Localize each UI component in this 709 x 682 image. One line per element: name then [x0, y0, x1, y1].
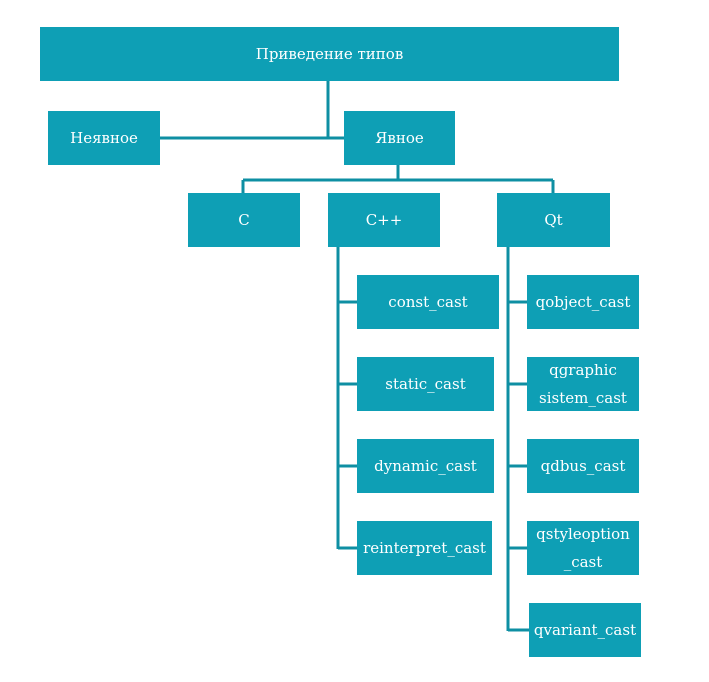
qt-cast-node: qgraphic sistem_cast: [527, 357, 639, 411]
cpp-cast-node: static_cast: [357, 357, 494, 411]
explicit-node: Явное: [344, 111, 455, 165]
qt-cast-node: qdbus_cast: [527, 439, 639, 493]
implicit-node: Неявное: [48, 111, 160, 165]
qt-cast-node: qstyleoption _cast: [527, 521, 639, 575]
qt-cast-node: qvariant_cast: [529, 603, 641, 657]
qt-cast-node: qobject_cast: [527, 275, 639, 329]
lang-node-cpp: C++: [328, 193, 440, 247]
root-node: Приведение типов: [40, 27, 619, 81]
cpp-cast-node: reinterpret_cast: [357, 521, 492, 575]
cpp-cast-node: const_cast: [357, 275, 499, 329]
lang-node-qt: Qt: [497, 193, 610, 247]
lang-node-c: C: [188, 193, 300, 247]
cpp-cast-node: dynamic_cast: [357, 439, 494, 493]
